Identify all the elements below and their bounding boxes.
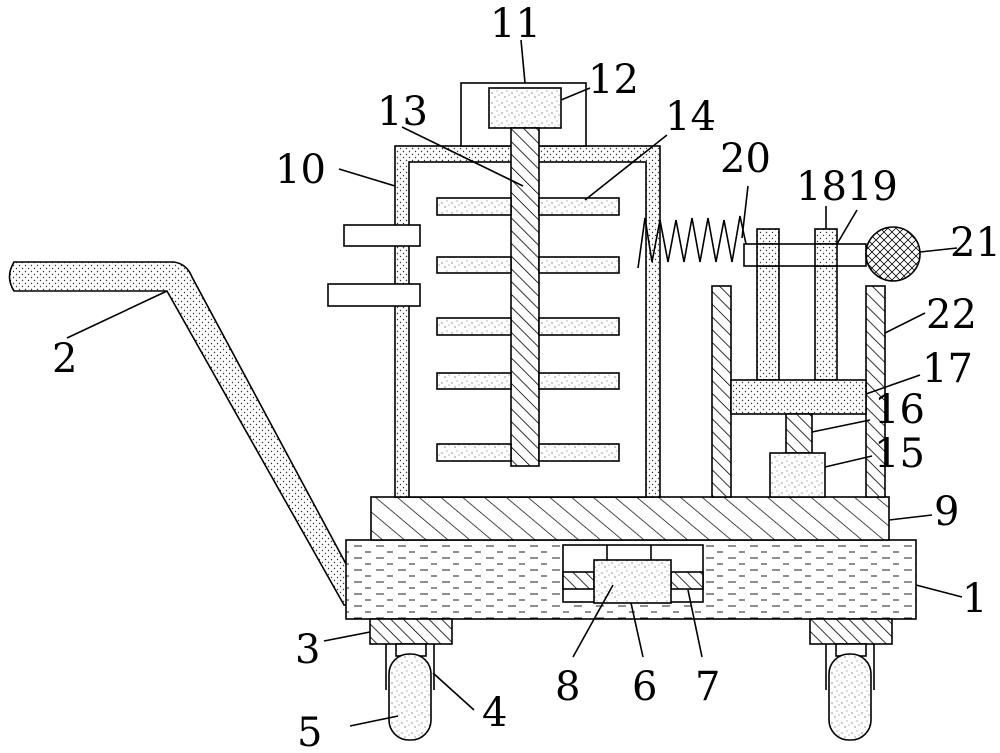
- label-17: 17: [922, 346, 973, 392]
- label-7: 7: [695, 664, 720, 710]
- label-2: 2: [52, 336, 77, 382]
- bracket-left: [369, 618, 453, 645]
- label-22: 22: [926, 292, 977, 338]
- label-10: 10: [275, 147, 326, 193]
- motor-block: [593, 559, 672, 604]
- motor: [488, 87, 562, 129]
- label-8: 8: [555, 664, 580, 710]
- stir-shaft: [510, 127, 540, 467]
- label-1819: 1819: [796, 164, 898, 210]
- label-1: 1: [962, 576, 987, 622]
- label-4: 4: [482, 690, 507, 736]
- label-13: 13: [377, 89, 428, 135]
- label-21: 21: [950, 220, 1000, 266]
- label-9: 9: [934, 489, 959, 535]
- label-6: 6: [632, 664, 657, 710]
- guide-left: [562, 571, 595, 590]
- frame-post-left: [711, 285, 732, 498]
- label-20: 20: [720, 136, 771, 182]
- label-15: 15: [874, 431, 925, 477]
- top-plate: [370, 496, 890, 541]
- piston: [785, 413, 813, 454]
- spring: [637, 215, 747, 269]
- label-3: 3: [295, 627, 320, 673]
- bracket-right: [809, 618, 893, 645]
- inlet-pipe-upper: [343, 224, 421, 247]
- brush-ball: [865, 226, 921, 282]
- cylinder: [769, 452, 826, 498]
- label-11: 11: [490, 1, 541, 47]
- label-12: 12: [588, 57, 639, 103]
- lift-plate: [730, 379, 867, 415]
- stir-blades: [436, 197, 620, 462]
- wheel-right: [828, 653, 872, 741]
- label-14: 14: [665, 94, 716, 140]
- inlet-pipe-lower: [327, 283, 421, 307]
- guide-right: [670, 571, 704, 590]
- cart-handle: [8, 261, 370, 606]
- label-16: 16: [874, 387, 925, 433]
- wheel-left: [388, 653, 432, 741]
- leader-lines: [66, 39, 963, 727]
- part-labels: 1 2 3 4 5 6 7 8 9 10 11 12 13 14 15 16 1…: [52, 1, 1000, 753]
- label-5: 5: [297, 710, 322, 753]
